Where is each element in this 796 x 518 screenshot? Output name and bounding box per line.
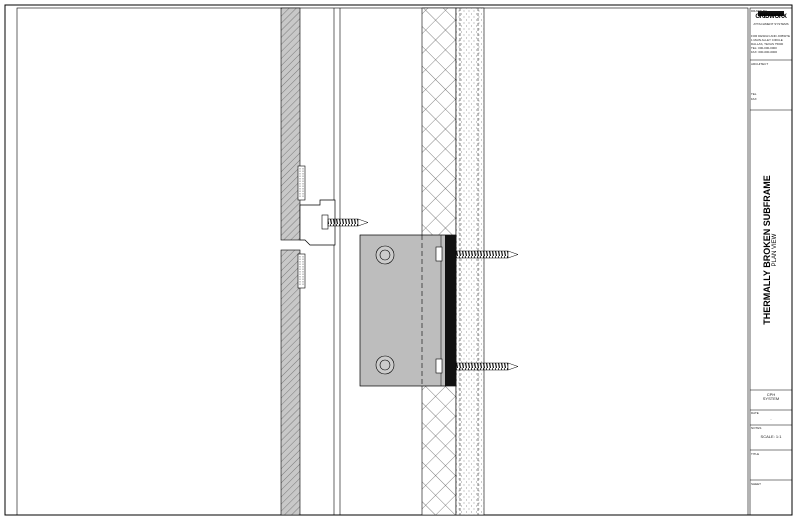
panel-clip	[299, 199, 336, 246]
system-name: CPH SYSTEM	[751, 393, 791, 401]
thermal-pad	[445, 235, 456, 386]
drawing-title: THERMALLY BROKEN SUBFRAME	[762, 175, 772, 325]
drawing-title-block: THERMALLY BROKEN SUBFRAME PLAN VIEW	[762, 175, 778, 325]
title-label: TITLE	[751, 452, 760, 456]
substrate-layer	[455, 7, 485, 516]
fax-label: FAX	[751, 97, 757, 101]
company-address: FOR DESIGN AND JOBSITE 1 MAIN ALLEY CIRC…	[751, 34, 791, 54]
scale-text: SCALE: 1:1	[760, 434, 782, 439]
logo-tagline: ATTACHMENT SYSTEMS	[753, 22, 789, 26]
foam-tape	[297, 165, 306, 201]
company-logo: GRIDWORX	[755, 14, 787, 20]
cladding-panel	[280, 7, 301, 516]
title-block	[749, 7, 793, 516]
sheet-label: SHEET	[751, 482, 762, 486]
address-line: TEL: 000-000-0000	[751, 46, 777, 50]
date-label: DATE	[751, 411, 759, 415]
notes-label: NOTES	[751, 426, 762, 430]
address-line: FAX: 000-000-0000	[751, 50, 778, 54]
foam-tape	[297, 253, 306, 289]
system-line: SYSTEM	[762, 396, 780, 401]
address-line: DALLAS, TEXAS 75000	[751, 42, 784, 46]
system-line: CPH	[766, 392, 776, 397]
architect-label: ARCHITECT	[751, 62, 769, 66]
address-line: 1 MAIN ALLEY CIRCLE	[751, 38, 783, 42]
tel-label: TEL	[751, 92, 757, 96]
drawing-subtitle: PLAN VIEW	[772, 233, 778, 267]
bolt	[375, 245, 395, 375]
screw-head	[321, 214, 329, 230]
address-line: FOR DESIGN AND JOBSITE	[751, 34, 791, 38]
logo-mark	[758, 11, 784, 16]
clip-screw	[327, 218, 359, 227]
date-value: -	[770, 417, 772, 421]
drawing-frame	[16, 7, 749, 516]
anchor-screw	[435, 246, 519, 374]
drawn-by-label: DRAWN BY	[751, 9, 768, 13]
